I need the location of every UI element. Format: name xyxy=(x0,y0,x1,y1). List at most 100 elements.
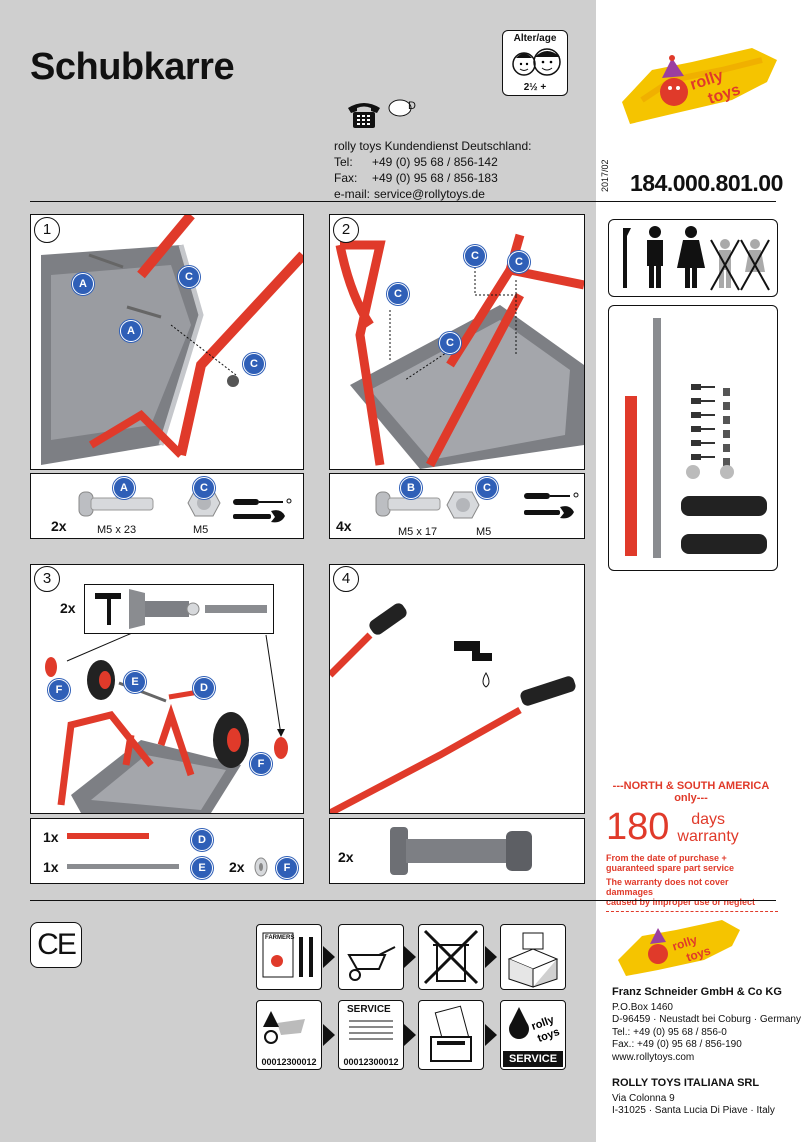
page-title: Schubkarre xyxy=(30,46,235,88)
company-de-line: P.O.Box 1460 xyxy=(612,1001,673,1013)
warranty-line3: The warranty does not cover dammages xyxy=(606,877,729,897)
step1-label-c2: C xyxy=(243,353,265,375)
step3-parts-d-qty: 1x xyxy=(43,829,59,845)
divider-bottom xyxy=(30,900,776,901)
step2-parts-b-size: M5 x 17 xyxy=(398,526,438,538)
part-code-2: 00012300012 xyxy=(343,1057,399,1067)
step2-parts-c-badge: C xyxy=(476,477,498,499)
step3-parts-e-qty: 1x xyxy=(43,859,59,875)
company-germany: Franz Schneider GmbH & Co KG P.O.Box 146… xyxy=(612,986,801,1064)
wheelbarrow-bolt-assembly-icon xyxy=(41,215,303,465)
hammer-cap-icon xyxy=(95,589,267,629)
step3-parts: 1x D 1x E 2x F xyxy=(30,818,304,884)
company-de-name: Franz Schneider GmbH & Co KG xyxy=(612,986,782,998)
step1-parts-c-size: M5 xyxy=(193,524,209,536)
service-form-label: SERVICE xyxy=(347,1004,391,1015)
children-faces-icon xyxy=(512,48,561,76)
fax-number: +49 (0) 95 68 / 856-183 xyxy=(372,171,498,185)
step2-label-c4: C xyxy=(439,332,461,354)
arrow-right-6 xyxy=(485,1024,497,1046)
nut-c-icon xyxy=(187,489,221,517)
arrow-right-5 xyxy=(404,1024,416,1046)
step3-number: 3 xyxy=(34,566,60,592)
warranty-line2: guaranteed spare part service xyxy=(606,863,735,873)
company-italy: ROLLY TOYS ITALIANA SRL Via Colonna 9 I-… xyxy=(612,1077,775,1118)
farmers-label: FARMERS xyxy=(265,935,295,941)
required-persons-box xyxy=(608,219,778,297)
step1-parts-a-size: M5 x 23 xyxy=(97,524,137,536)
ce-mark: CE xyxy=(30,922,82,968)
tel-label: Tel: xyxy=(334,155,353,169)
step1-illustration xyxy=(30,214,304,470)
age-label: Alter/age xyxy=(513,33,557,44)
letter-mailbox-icon xyxy=(430,1005,472,1062)
packaging-box xyxy=(500,924,566,990)
manual-tools-box: FARMERS xyxy=(256,924,322,990)
age-value: 2½ + xyxy=(523,82,547,93)
telephone-icon xyxy=(348,99,412,128)
wheelbarrow-box xyxy=(338,924,404,990)
step3-label-f2: F xyxy=(250,753,272,775)
company-it-name: ROLLY TOYS ITALIANA SRL xyxy=(612,1077,760,1089)
package-contents-icon xyxy=(625,318,767,558)
company-it-line: I-31025 · Santa Lucia Di Piave · Italy xyxy=(612,1105,775,1116)
step4-illustration xyxy=(329,564,585,814)
warranty-days-number: 180 xyxy=(606,806,670,848)
brand-logo-bottom: rolly toys xyxy=(612,914,742,980)
step3-label-d: D xyxy=(193,677,215,699)
step1-parts-a-badge: A xyxy=(113,477,135,499)
handle-grips-icon xyxy=(330,603,576,813)
step4-number: 4 xyxy=(333,566,359,592)
step2-parts-b-badge: B xyxy=(400,477,422,499)
service-badge: SERVICE xyxy=(503,1051,563,1067)
wrench-adults-no-children-icon xyxy=(623,226,770,291)
grip-cap-icon xyxy=(390,827,532,875)
step4-parts-qty: 2x xyxy=(338,849,354,865)
step1-label-c1: C xyxy=(178,266,200,288)
part-order-box: 00012300012 xyxy=(256,1000,322,1070)
tel-number: +49 (0) 95 68 / 856-142 xyxy=(372,155,498,169)
arrow-right-4 xyxy=(323,1024,335,1046)
company-it-line: Via Colonna 9 xyxy=(612,1092,675,1104)
mail-box xyxy=(418,1000,484,1070)
fax-label: Fax: xyxy=(334,171,358,185)
no-trash-box xyxy=(418,924,484,990)
part-code-1: 00012300012 xyxy=(261,1057,317,1067)
divider-top xyxy=(30,201,776,202)
service-brand-box: rolly toys SERVICE xyxy=(500,1000,566,1070)
bolt-a-icon xyxy=(78,491,154,517)
step4-parts: 2x xyxy=(329,818,585,884)
service-contact: rolly toys Kundendienst Deutschland: Tel… xyxy=(334,138,531,202)
service-heading: rolly toys Kundendienst Deutschland: xyxy=(334,139,532,153)
service-form-box: SERVICE 00012300012 xyxy=(338,1000,404,1070)
warranty-line1: From the date of purchase + xyxy=(606,853,727,863)
screwdriver-wrench-icon xyxy=(233,498,292,523)
axle-e-icon xyxy=(67,864,179,869)
arrow-right-1 xyxy=(323,946,335,968)
country-badge: D xyxy=(408,100,416,112)
company-de-line: Tel.: +49 (0) 95 68 / 856-0 xyxy=(612,1026,727,1038)
step2-parts: 4x B M5 x 17 C M5 xyxy=(329,473,585,539)
company-de-website[interactable]: www.rollytoys.com xyxy=(612,1051,695,1063)
article-number: 184.000.801.00 xyxy=(630,170,783,196)
step3-parts-f-qty: 2x xyxy=(229,859,245,875)
brand-face-icon: rolly toys xyxy=(509,1007,561,1045)
email-label: e-mail: xyxy=(334,187,371,201)
wheel-axle-assembly-icon xyxy=(45,626,288,813)
step1-number: 1 xyxy=(34,217,60,243)
step2-parts-c-size: M5 xyxy=(476,526,492,538)
brand-logo: rolly toys xyxy=(612,40,782,128)
contents-box xyxy=(608,305,778,571)
step1-parts: 2x A M5 x 23 C M5 xyxy=(30,473,304,539)
wheelbarrow-icon xyxy=(347,946,396,981)
step3-parts-e-badge: E xyxy=(191,857,213,879)
step3-label-e: E xyxy=(124,671,146,693)
step2-label-c1: C xyxy=(387,283,409,305)
handle-mount-assembly-icon xyxy=(335,233,584,469)
step2-number: 2 xyxy=(333,217,359,243)
arrow-right-3 xyxy=(485,946,497,968)
warranty-word: warranty xyxy=(677,827,739,845)
step2-parts-qty: 4x xyxy=(336,518,352,534)
company-de-line: D-96459 · Neustadt bei Coburg · Germany xyxy=(612,1014,801,1025)
step3-label-f1: F xyxy=(48,679,70,701)
